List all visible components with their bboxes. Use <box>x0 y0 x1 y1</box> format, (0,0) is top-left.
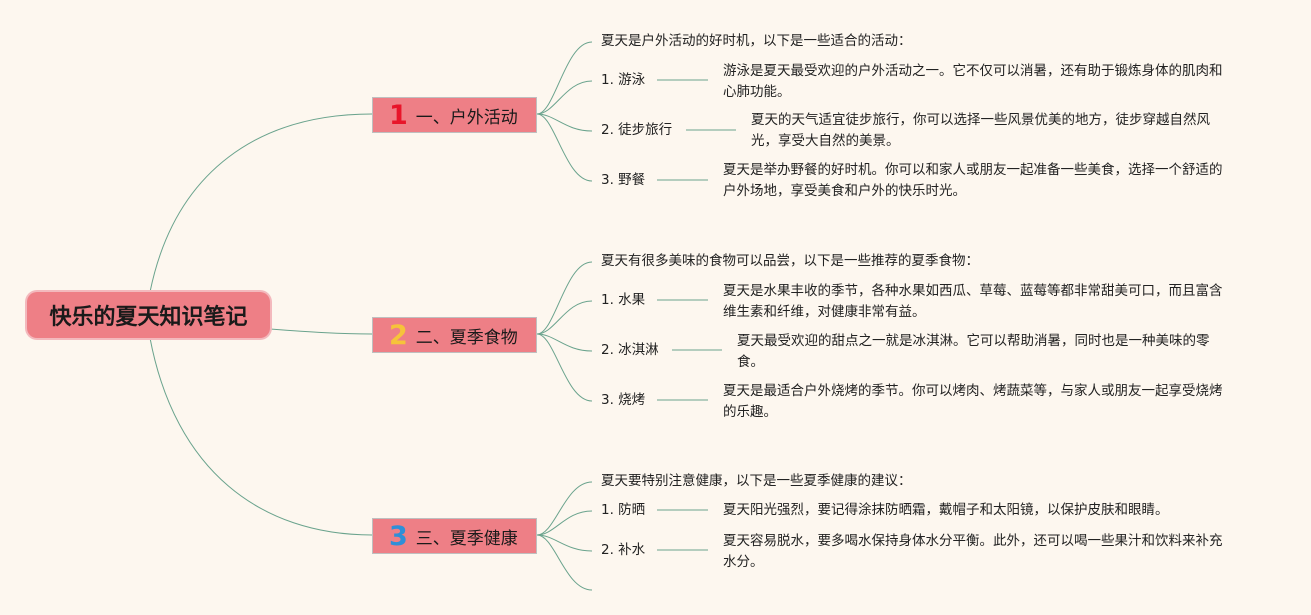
list-item-label[interactable]: 2. 冰淇淋 <box>601 342 659 358</box>
branch-label: 一、户外活动 <box>415 107 518 128</box>
list-item-label[interactable]: 1. 防晒 <box>601 502 646 518</box>
number-one-icon: 1 <box>389 99 408 131</box>
number-three-icon: 3 <box>389 520 408 552</box>
branch-intro: 夏天是户外活动的好时机，以下是一些适合的活动： <box>601 33 912 49</box>
list-item-label[interactable]: 3. 野餐 <box>601 172 646 188</box>
list-item-description: 夏天最受欢迎的甜点之一就是冰淇淋。它可以帮助消暑，同时也是一种美味的零食。 <box>737 333 1210 370</box>
list-item-description: 夏天的天气适宜徒步旅行，你可以选择一些风景优美的地方，徒步穿越自然风光，享受大自… <box>751 112 1210 149</box>
list-item-label[interactable]: 2. 徒步旅行 <box>601 122 673 138</box>
list-item-label[interactable]: 1. 游泳 <box>601 72 646 88</box>
list-item-description: 夏天容易脱水，要多喝水保持身体水分平衡。此外，还可以喝一些果汁和饮料来补充水分。 <box>723 533 1223 570</box>
list-item-label[interactable]: 2. 补水 <box>601 542 646 558</box>
list-item-description: 夏天是水果丰收的季节，各种水果如西瓜、草莓、蓝莓等都非常甜美可口，而且富含维生素… <box>723 283 1223 320</box>
branch-label: 二、夏季食物 <box>415 327 518 348</box>
branch-node-outdoor[interactable]: 1 一、户外活动 <box>372 97 537 133</box>
root-title: 快乐的夏天知识笔记 <box>49 305 248 330</box>
list-item-label[interactable]: 3. 烧烤 <box>601 392 646 408</box>
list-item-description: 夏天是举办野餐的好时机。你可以和家人或朋友一起准备一些美食，选择一个舒适的户外场… <box>723 162 1223 199</box>
number-two-icon: 2 <box>389 319 408 351</box>
list-item-description: 游泳是夏天最受欢迎的户外活动之一。它不仅可以消暑，还有助于锻炼身体的肌肉和心肺功… <box>723 63 1223 100</box>
branch-node-food[interactable]: 2 二、夏季食物 <box>372 317 537 353</box>
branch-node-health[interactable]: 3 三、夏季健康 <box>372 518 537 554</box>
list-item-description: 夏天是最适合户外烧烤的季节。你可以烤肉、烤蔬菜等，与家人或朋友一起享受烧烤的乐趣… <box>723 383 1223 420</box>
branch-intro: 夏天要特别注意健康，以下是一些夏季健康的建议： <box>601 473 912 489</box>
list-item-label[interactable]: 1. 水果 <box>601 292 646 308</box>
branch-intro: 夏天有很多美味的食物可以品尝，以下是一些推荐的夏季食物： <box>601 253 979 269</box>
branch-label: 三、夏季健康 <box>415 528 518 549</box>
list-item-description: 夏天阳光强烈，要记得涂抹防晒霜，戴帽子和太阳镜，以保护皮肤和眼睛。 <box>723 502 1169 518</box>
root-node[interactable]: 快乐的夏天知识笔记 <box>27 292 270 338</box>
